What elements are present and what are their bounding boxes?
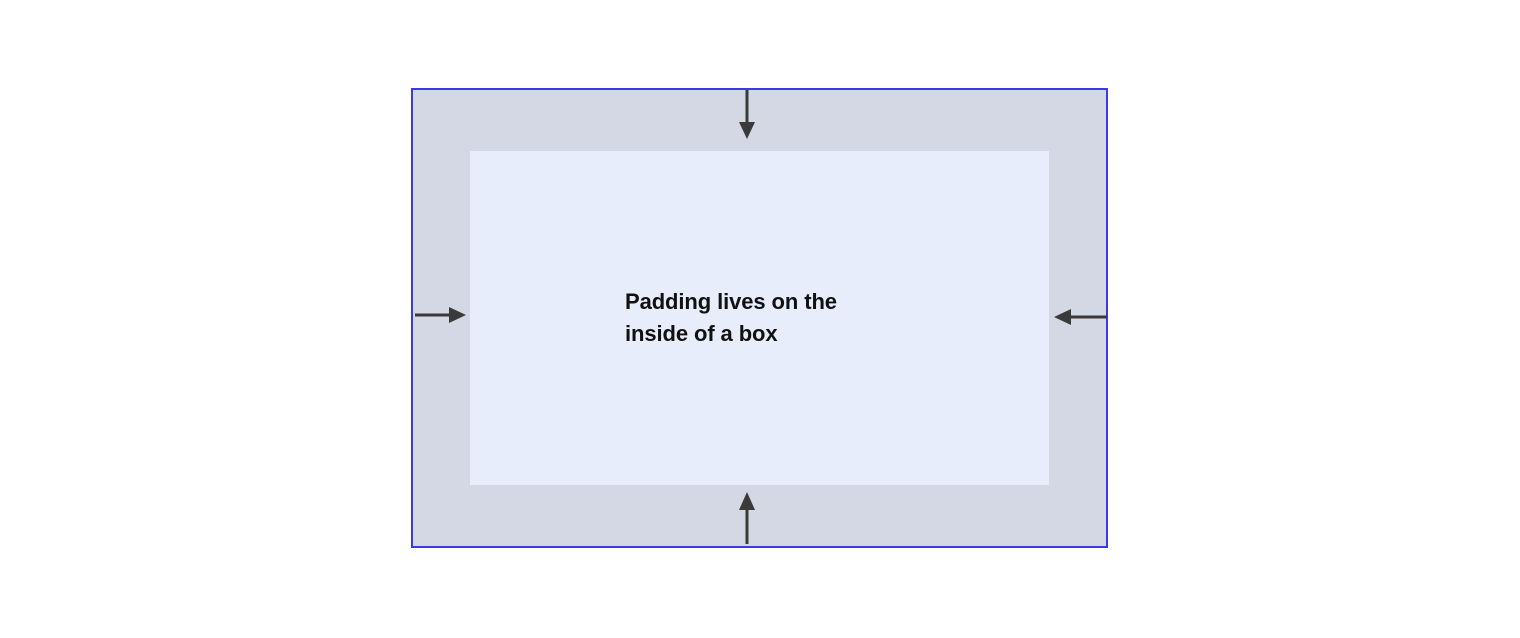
padding-top-arrow-icon <box>735 88 759 140</box>
content-label: Padding lives on the inside of a box <box>625 289 837 346</box>
padding-bottom-arrow-icon <box>735 489 759 545</box>
padding-left-arrow-icon <box>413 300 467 330</box>
padding-right-arrow-icon <box>1052 302 1108 332</box>
content-box: Padding lives on the inside of a box <box>470 151 1049 485</box>
